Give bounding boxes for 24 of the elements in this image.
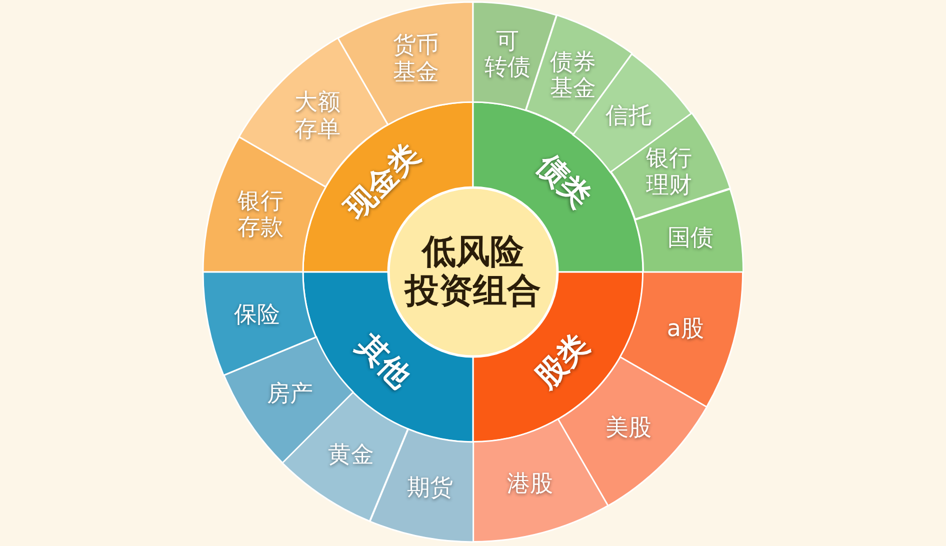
center-title: 低风险投资组合 (405, 232, 541, 312)
outer-ring-sector (338, 2, 473, 125)
item-label: 房产 (267, 380, 314, 408)
item-label: 黄金 (328, 442, 374, 468)
item-label: 国债 (667, 224, 714, 251)
category-label: 其他 (349, 328, 416, 396)
category-label: 现金类 (338, 138, 427, 226)
item-label: 信托 (606, 103, 652, 130)
item-label: 债券基金 (550, 50, 596, 102)
item-label: 大额存单 (294, 90, 340, 143)
category-label: 股类 (530, 328, 597, 396)
item-label: 港股 (506, 471, 553, 498)
item-label: 可转债 (484, 28, 530, 82)
item-label: 货币基金 (393, 33, 440, 86)
outer-ring-sector (620, 272, 743, 407)
item-label: 期货 (407, 474, 454, 501)
item-label: a股 (666, 316, 704, 342)
item-label: 银行理财 (646, 146, 692, 199)
outer-ring-sector (473, 419, 608, 542)
category-label: 债类 (530, 148, 597, 216)
item-label: 保险 (234, 302, 280, 328)
item-label: 美股 (606, 414, 652, 441)
item-label: 银行存款 (237, 188, 284, 242)
outer-ring-sector (203, 272, 316, 376)
